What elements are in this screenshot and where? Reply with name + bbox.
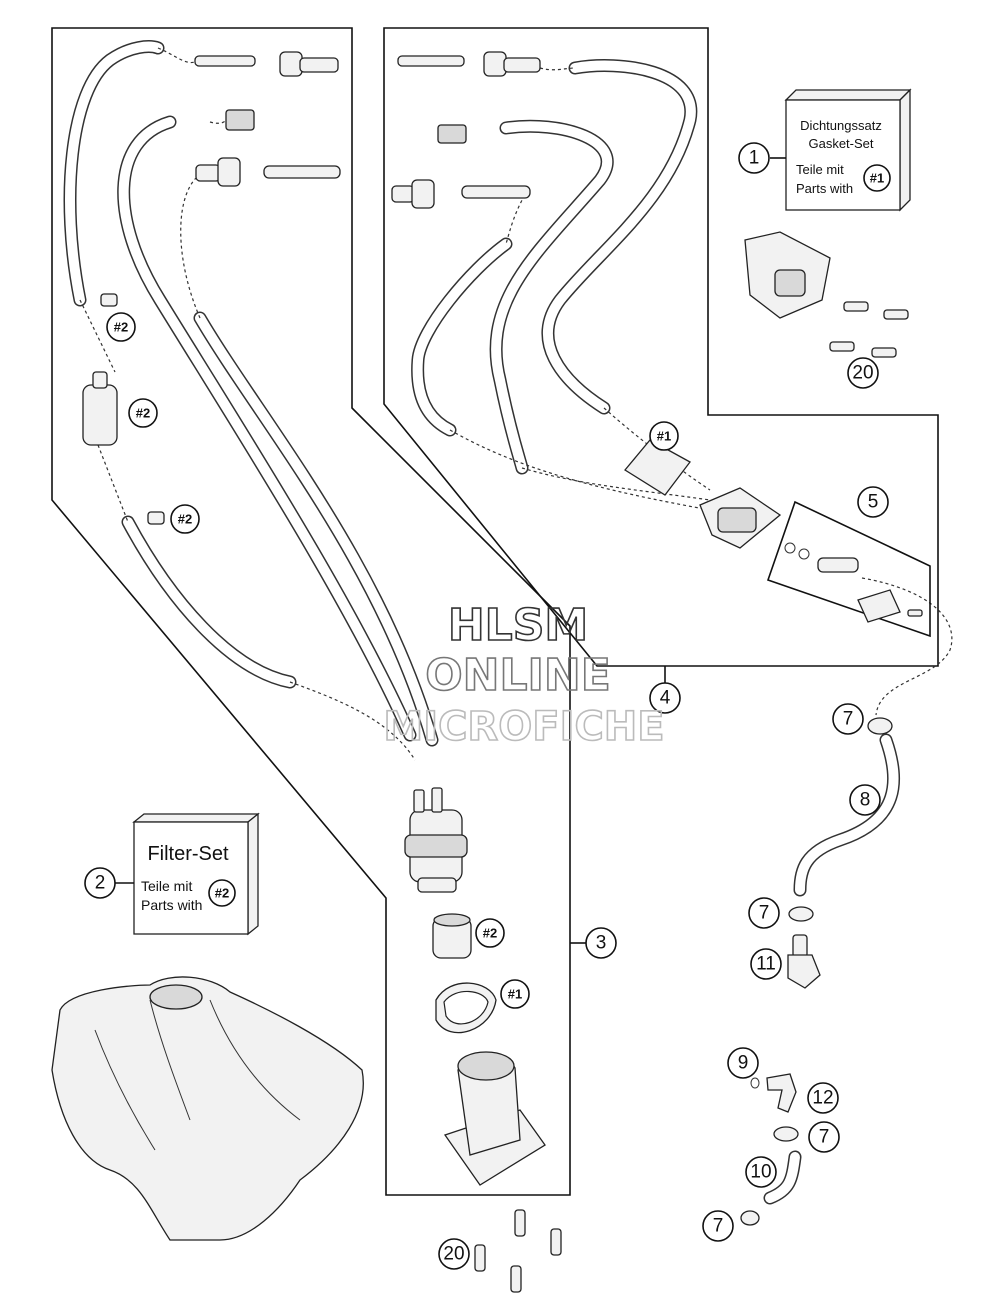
pump-flange-right bbox=[699, 487, 782, 549]
filter-box-line1: Teile mit bbox=[141, 878, 192, 894]
pressure-regulator bbox=[784, 542, 923, 623]
screws-bottom bbox=[474, 1209, 562, 1293]
svg-text:12: 12 bbox=[812, 1088, 833, 1109]
watermark-line3: MICROFICHE bbox=[383, 704, 664, 750]
svg-text:#1: #1 bbox=[657, 429, 671, 444]
svg-text:2: 2 bbox=[95, 873, 106, 894]
hose-clamp-7a bbox=[867, 717, 893, 735]
o-ring-9 bbox=[750, 1077, 760, 1089]
callout-7-d: 7 bbox=[702, 1210, 734, 1242]
hose-clamp-7c bbox=[773, 1126, 799, 1142]
connector-top-right-1 bbox=[397, 51, 541, 77]
svg-text:7: 7 bbox=[713, 1216, 724, 1237]
watermark-line2: ONLINE bbox=[425, 650, 611, 701]
callout-2: 2 bbox=[84, 867, 116, 899]
screws-top-right bbox=[829, 301, 909, 358]
fuel-hose-8 bbox=[793, 733, 901, 897]
svg-text:20: 20 bbox=[852, 363, 873, 384]
connector-top-left-2 bbox=[195, 157, 341, 187]
ref-1-gasket-box: #1 bbox=[863, 164, 891, 192]
svg-text:4: 4 bbox=[660, 688, 671, 709]
callout-10: 10 bbox=[745, 1156, 777, 1188]
connector-top-left-1 bbox=[194, 51, 339, 77]
connector-top-right-2 bbox=[391, 179, 531, 209]
frame-assembly-3 bbox=[51, 27, 571, 1196]
flange-top-right bbox=[744, 231, 831, 319]
svg-text:#1: #1 bbox=[508, 987, 522, 1002]
quick-coupling-11 bbox=[787, 934, 821, 989]
hose-clamp-7d bbox=[740, 1210, 760, 1226]
callout-7-a: 7 bbox=[832, 703, 864, 735]
callout-3: 3 bbox=[585, 927, 617, 959]
svg-text:7: 7 bbox=[819, 1127, 830, 1148]
hose-clamp-7b bbox=[788, 906, 814, 922]
pump-flange bbox=[443, 1051, 546, 1186]
frame-assembly-4 bbox=[383, 27, 939, 667]
frame-assembly-5 bbox=[766, 500, 931, 638]
svg-text:8: 8 bbox=[860, 790, 871, 811]
ref-1-gasket: #1 bbox=[649, 421, 679, 451]
ref-1-seal-ring: #1 bbox=[500, 979, 530, 1009]
svg-text:11: 11 bbox=[756, 954, 776, 975]
svg-text:#2: #2 bbox=[136, 406, 150, 421]
gasket-box-line1: Dichtungssatz bbox=[800, 118, 882, 133]
electrical-plug-left bbox=[225, 109, 255, 131]
hose-group-right bbox=[411, 59, 953, 716]
filter-set-box: Filter-Set Teile mit Parts with bbox=[132, 812, 260, 936]
filter-sleeve-2 bbox=[147, 511, 165, 525]
svg-text:3: 3 bbox=[596, 933, 607, 954]
filter-box-title: Filter-Set bbox=[147, 843, 229, 865]
svg-text:#2: #2 bbox=[178, 512, 192, 527]
ref-2-filter-box: #2 bbox=[208, 879, 236, 907]
ref-2-sleeve-bottom: #2 bbox=[170, 504, 200, 534]
callout-4: 4 bbox=[649, 682, 681, 714]
fuel-tank bbox=[51, 976, 364, 1241]
callout-1: 1 bbox=[738, 142, 770, 174]
svg-text:7: 7 bbox=[759, 903, 770, 924]
callout-20-top: 20 bbox=[847, 357, 879, 389]
fuel-pump bbox=[404, 787, 468, 893]
callout-12: 12 bbox=[807, 1082, 839, 1114]
fuel-hose-10 bbox=[763, 1150, 802, 1205]
svg-text:5: 5 bbox=[868, 492, 879, 513]
svg-text:10: 10 bbox=[750, 1162, 771, 1183]
watermark: HLSM ONLINE MICROFICHE bbox=[383, 599, 666, 751]
callout-5: 5 bbox=[857, 486, 889, 518]
elbow-fitting-12 bbox=[766, 1073, 797, 1113]
svg-text:#1: #1 bbox=[870, 171, 884, 186]
gasket-set-box: Dichtungssatz Gasket-Set Teile mit Parts… bbox=[784, 88, 912, 212]
pump-flange-gasket bbox=[624, 439, 691, 496]
callout-7-c: 7 bbox=[808, 1121, 840, 1153]
callout-8: 8 bbox=[849, 784, 881, 816]
gasket-box-line3: Teile mit bbox=[796, 162, 844, 177]
ref-2-filter: #2 bbox=[128, 398, 158, 428]
callout-9: 9 bbox=[727, 1047, 759, 1079]
svg-text:9: 9 bbox=[738, 1053, 749, 1074]
fuel-filter bbox=[82, 371, 118, 446]
callout-20-bottom: 20 bbox=[438, 1238, 470, 1270]
svg-text:#2: #2 bbox=[215, 886, 229, 901]
gasket-box-line4: Parts with bbox=[796, 181, 853, 196]
svg-text:#2: #2 bbox=[483, 926, 497, 941]
ref-2-strainer: #2 bbox=[475, 918, 505, 948]
pump-seal-ring bbox=[435, 982, 497, 1034]
gasket-box-line2: Gasket-Set bbox=[808, 136, 873, 151]
pump-strainer bbox=[432, 913, 472, 959]
svg-text:20: 20 bbox=[443, 1244, 464, 1265]
callout-11: 11 bbox=[750, 948, 782, 980]
ref-2-sleeve-top: #2 bbox=[106, 312, 136, 342]
filter-box-line2: Parts with bbox=[141, 897, 202, 913]
svg-text:1: 1 bbox=[749, 148, 760, 169]
hose-group-left bbox=[63, 40, 439, 761]
filter-sleeve-1 bbox=[100, 293, 118, 307]
watermark-line1: HLSM bbox=[448, 600, 588, 651]
callout-7-b: 7 bbox=[748, 897, 780, 929]
svg-text:7: 7 bbox=[843, 709, 854, 730]
svg-text:#2: #2 bbox=[114, 320, 128, 335]
electrical-plug-right bbox=[437, 124, 467, 144]
